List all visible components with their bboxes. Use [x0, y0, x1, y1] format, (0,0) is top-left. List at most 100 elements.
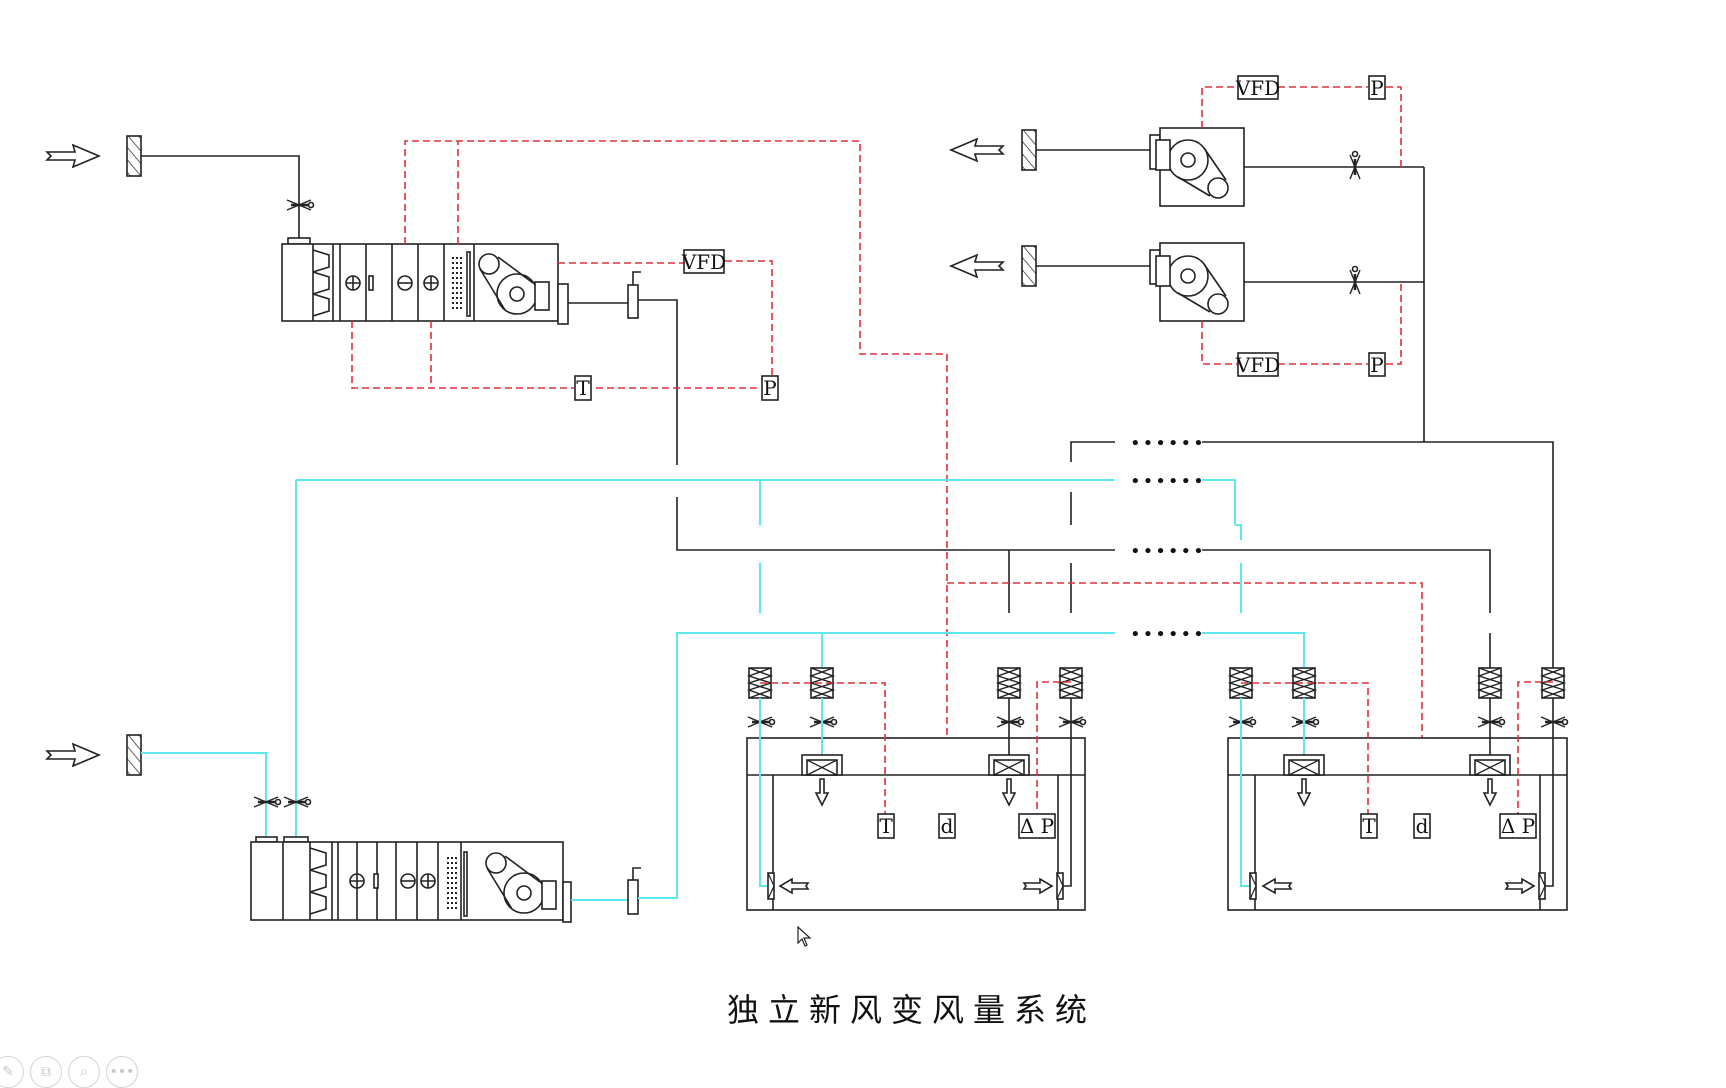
room1-humidity-sensor: d	[938, 813, 956, 839]
cooling-coil-icon	[397, 275, 413, 291]
heating-coil-icon	[349, 873, 365, 889]
svg-text:Δ P: Δ P	[1501, 814, 1535, 838]
vfd-ahu-top: VFD	[681, 249, 726, 274]
svg-text:VFD: VFD	[1235, 353, 1280, 377]
continuation-dots: ••••••	[1130, 624, 1206, 645]
cooling-coil-icon	[400, 873, 416, 889]
room2-humidity-sensor: d	[1413, 813, 1431, 839]
control-wiring-exhaust	[1201, 86, 1402, 365]
damper-icon	[995, 715, 1025, 729]
supply-main: ••••••	[1000, 541, 1491, 613]
humidifier-icon	[447, 851, 468, 917]
room-1: T d Δ P	[746, 667, 1087, 911]
copy-icon[interactable]: ⧉	[30, 1056, 62, 1088]
room1-diff-pressure-sensor: Δ P	[1018, 813, 1056, 839]
svg-text:T: T	[879, 814, 893, 838]
room2-risers	[1235, 524, 1491, 673]
exhaust-arrow-icon	[950, 138, 1004, 162]
svg-text:VFD: VFD	[1235, 76, 1280, 100]
damper-icon	[1348, 150, 1362, 181]
mouse-cursor-icon	[797, 926, 812, 947]
continuation-dots: ••••••	[1130, 471, 1206, 492]
pressure-sensor-exhaust-2: P	[1368, 352, 1386, 377]
fresh-air-main-1: ••••••	[296, 471, 1236, 525]
return-grille-icon	[767, 872, 775, 900]
vav-box-icon	[1478, 667, 1502, 699]
control-wiring-ahu-top	[351, 140, 948, 838]
svg-text:T: T	[576, 376, 590, 400]
exhaust-main: ••••••	[1070, 433, 1554, 673]
damper-icon	[285, 198, 315, 212]
damper-icon	[1348, 265, 1362, 296]
outdoor-air-inlet-top	[46, 135, 315, 245]
exhaust-outlet-1	[950, 129, 1161, 171]
exhaust-fan-2	[1155, 242, 1424, 322]
damper-icon	[1539, 715, 1569, 729]
supply-diffuser-icon	[988, 754, 1030, 776]
room-2: T d Δ P	[1227, 667, 1569, 911]
heating-coil-icon	[345, 275, 361, 291]
damper-icon	[808, 715, 838, 729]
damper-icon	[746, 715, 776, 729]
svg-text:P: P	[763, 376, 776, 400]
room1-temperature-sensor: T	[877, 813, 895, 839]
louver-icon	[126, 135, 142, 177]
pressure-sensor-exhaust-1: P	[1368, 75, 1386, 100]
supply-diffuser-icon	[1469, 754, 1511, 776]
zoom-icon[interactable]: ⌕	[68, 1056, 100, 1088]
svg-text:T: T	[1362, 814, 1376, 838]
silencer-icon	[627, 879, 639, 915]
vav-box-icon	[1059, 667, 1083, 699]
pressure-sensor-ahu: P	[761, 375, 779, 401]
vfd-exhaust-2: VFD	[1235, 352, 1280, 377]
filter-icon	[309, 847, 327, 915]
more-icon[interactable]: •••	[106, 1056, 138, 1088]
diagram-title: 独立新风变风量系统	[727, 991, 1097, 1029]
supply-diffuser-icon	[1283, 754, 1325, 776]
exhaust-fan-1	[1155, 127, 1424, 207]
temperature-sensor-ahu: T	[574, 375, 592, 401]
silencer-icon	[627, 284, 639, 319]
oa-duct	[141, 155, 300, 243]
damper-icon	[1057, 715, 1087, 729]
svg-text:P: P	[1370, 353, 1383, 377]
reheat-coil-icon	[423, 275, 439, 291]
supply-diffuser-icon	[801, 754, 843, 776]
louver-icon	[1021, 245, 1037, 287]
louver-icon	[1021, 129, 1037, 171]
supply-duct-top	[568, 271, 1000, 551]
room2-temperature-sensor: T	[1360, 813, 1378, 839]
svg-text:d: d	[941, 814, 954, 838]
svg-text:d: d	[1416, 814, 1429, 838]
inlet-arrow-icon	[46, 144, 100, 168]
exhaust-arrow-icon	[950, 254, 1004, 278]
outdoor-air-inlet-bottom	[46, 480, 312, 843]
exhaust-outlet-2	[950, 245, 1161, 287]
ahu-bottom	[250, 841, 572, 923]
svg-text:VFD: VFD	[681, 250, 726, 274]
continuation-dots: ••••••	[1130, 433, 1206, 454]
vfd-exhaust-1: VFD	[1235, 75, 1280, 100]
damper-icon	[1476, 715, 1506, 729]
humidifier-icon	[452, 251, 471, 317]
fresh-supply-duct-bottom	[571, 846, 678, 915]
return-grille-icon	[1249, 872, 1257, 900]
vav-box-icon	[997, 667, 1021, 699]
pencil-icon[interactable]: ✎	[0, 1056, 24, 1088]
room2-diff-pressure-sensor: Δ P	[1499, 813, 1537, 839]
damper-blade-icon	[368, 275, 374, 291]
fresh-air-main-2: ••••••	[676, 624, 1305, 846]
viewer-toolbar: ✎ ⧉ ⌕ •••	[0, 1056, 138, 1088]
reheat-coil-icon	[420, 873, 436, 889]
ahu-top	[281, 243, 569, 325]
damper-icon	[282, 795, 312, 809]
vav-box-icon	[1541, 667, 1565, 699]
inlet-arrow-icon	[46, 743, 100, 767]
damper-icon	[1227, 715, 1257, 729]
louver-icon	[126, 734, 142, 776]
continuation-dots: ••••••	[1130, 541, 1206, 562]
exhaust-grille-icon	[1538, 872, 1546, 900]
svg-text:Δ P: Δ P	[1020, 814, 1054, 838]
exhaust-grille-icon	[1056, 872, 1064, 900]
